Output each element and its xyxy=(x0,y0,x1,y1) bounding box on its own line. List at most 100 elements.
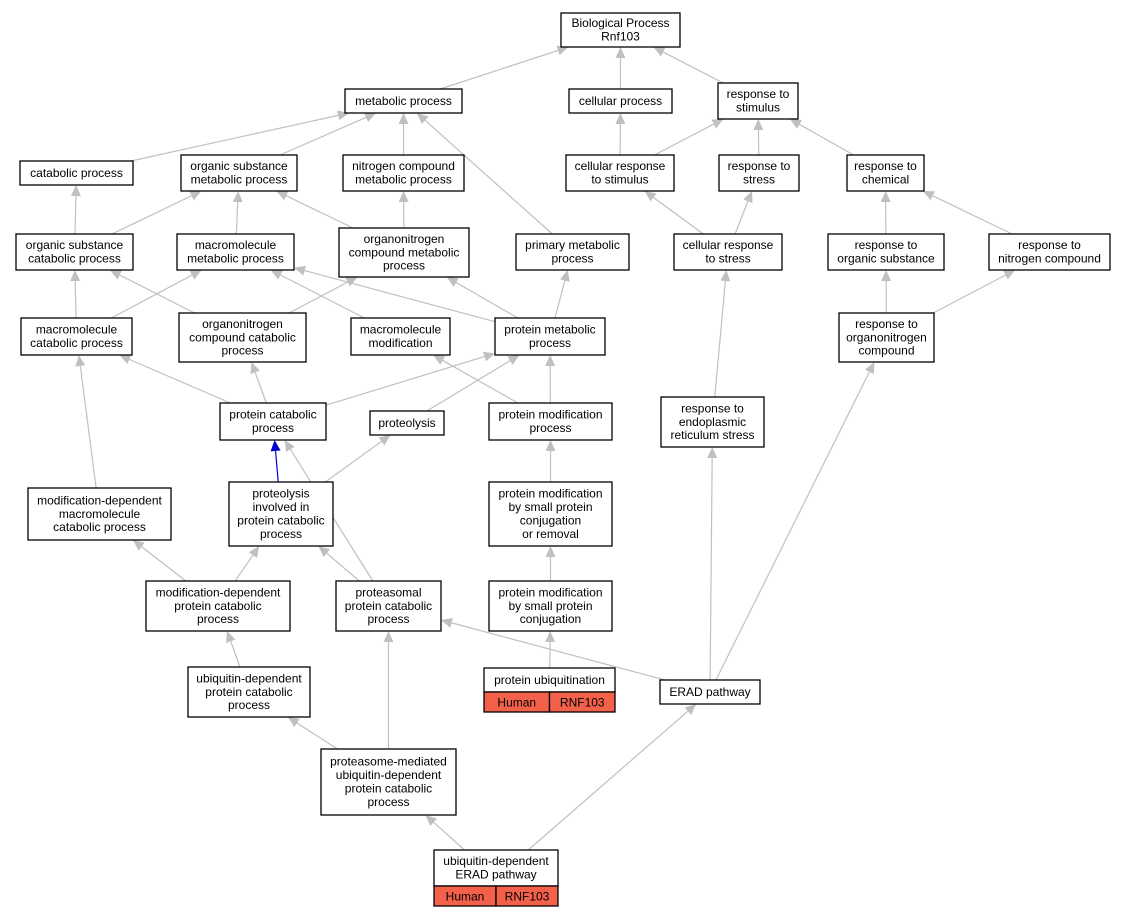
edge-arrowhead xyxy=(711,119,724,129)
edge-arrowhead xyxy=(189,191,202,201)
edge-cell_resp_stim-to-response_stimulus xyxy=(654,119,724,156)
edge-ub_dep_erad-to-erad xyxy=(527,704,697,851)
edge-mod_dep_pcat-to-mod_dep_macro_cat xyxy=(132,540,187,582)
node-label-line: compound xyxy=(858,344,914,358)
node-label-line: catabolic process xyxy=(30,336,123,350)
node-metabolic[interactable]: metabolic process xyxy=(344,88,463,114)
edge-response_stimulus-to-bp xyxy=(653,47,724,84)
edge-proteasomal_pcat-to-proteolysis_in_pcat xyxy=(318,546,360,582)
edge-organonit_comp_cat-to-org_sub_cat xyxy=(109,270,195,314)
edge-arrowhead xyxy=(720,270,731,282)
node-label-line: stimulus xyxy=(736,100,780,114)
edge-arrowhead xyxy=(545,546,556,557)
edge-line xyxy=(554,280,566,319)
edge-resp_chem-to-response_stimulus xyxy=(789,119,854,156)
node-label-line: nitrogen compound xyxy=(998,251,1101,265)
edge-arrowhead xyxy=(75,355,86,367)
node-label-line: process xyxy=(260,527,302,541)
node-catabolic[interactable]: catabolic process xyxy=(19,160,134,186)
node-mod_dep_macro_cat[interactable]: modification-dependentmacromoleculecatab… xyxy=(27,487,172,541)
node-label-line: stress xyxy=(743,172,775,186)
node-cellular[interactable]: cellular process xyxy=(568,88,673,114)
edge-line xyxy=(799,123,854,156)
edge-line xyxy=(234,554,254,582)
edge-protein_cat-to-organonit_comp_cat xyxy=(250,362,267,404)
edge-arrowhead xyxy=(1003,270,1016,280)
edge-arrowhead xyxy=(364,112,377,122)
node-box xyxy=(659,679,761,705)
edge-ub_dep_erad-to-proteasome_mediated xyxy=(425,815,466,851)
edge-arrowhead xyxy=(684,704,697,715)
node-label-line: process xyxy=(228,698,270,712)
node-label-line: response to xyxy=(855,238,918,252)
edge-arrowhead xyxy=(922,191,935,201)
edge-arrowhead xyxy=(425,815,437,827)
edge-line xyxy=(734,201,749,235)
edge-line xyxy=(280,274,365,319)
edge-line xyxy=(230,641,241,668)
edge-macro_cat-to-macro_met xyxy=(111,270,202,319)
edge-resp_organonit-to-resp_org_sub xyxy=(881,270,892,314)
edge-line xyxy=(129,358,231,404)
edge-erad-to-proteasomal_pcat xyxy=(441,618,666,681)
edge-line xyxy=(715,371,870,681)
node-box xyxy=(145,580,291,632)
node-proteasome_mediated[interactable]: proteasome-mediatedubiquitin-dependentpr… xyxy=(320,748,457,816)
edge-cell_resp_stress-to-cell_resp_stim xyxy=(644,191,704,235)
node-label-line: response to xyxy=(855,317,918,331)
edge-arrowhead xyxy=(119,354,132,364)
node-proteolysis[interactable]: proteolysis xyxy=(369,410,445,436)
edge-line xyxy=(141,546,187,582)
edge-line xyxy=(279,116,367,156)
node-box xyxy=(568,88,673,114)
edge-arrowhead xyxy=(545,631,556,643)
edge-arrowhead xyxy=(383,631,394,642)
edge-line xyxy=(286,195,354,229)
node-label-line: metabolic process xyxy=(355,94,452,108)
node-box xyxy=(27,487,172,541)
node-box xyxy=(228,481,334,547)
edge-line xyxy=(426,360,511,412)
edge-arrowhead xyxy=(545,440,556,451)
node-box xyxy=(673,233,783,271)
edge-arrowhead xyxy=(707,447,718,459)
node-label-line: organonitrogen xyxy=(846,330,927,344)
node-box xyxy=(176,233,295,271)
edge-cell_resp_stress-to-resp_stress xyxy=(734,191,753,235)
node-box xyxy=(344,88,463,114)
node-label-line: conjugation xyxy=(520,513,581,527)
node-box xyxy=(369,410,445,436)
node-erad[interactable]: ERAD pathway xyxy=(659,679,761,705)
